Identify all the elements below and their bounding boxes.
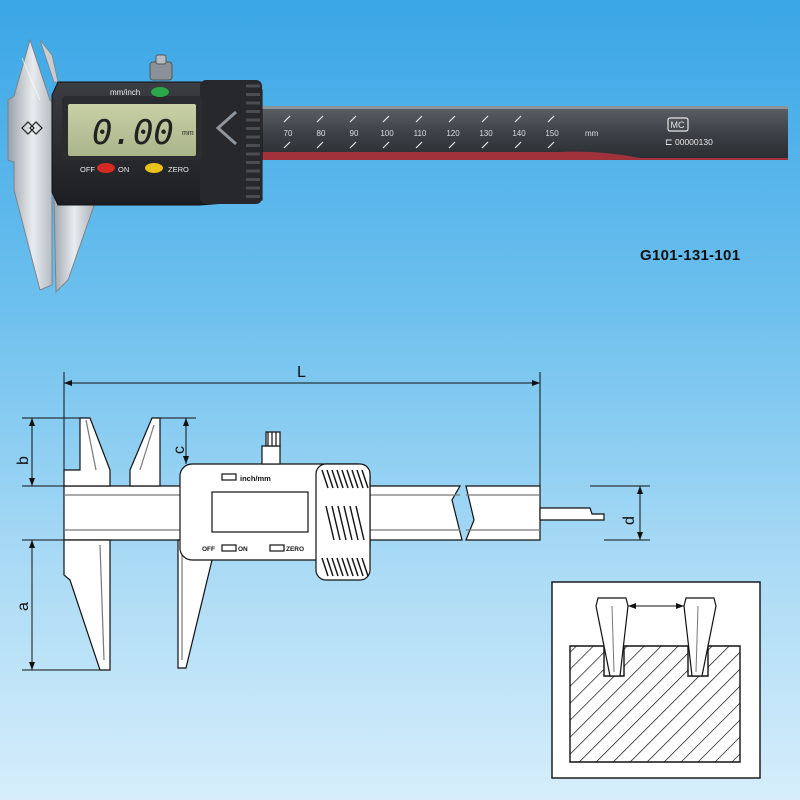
scale-tick (283, 115, 291, 123)
scale-number: 90 (350, 129, 359, 138)
scale-number: 120 (446, 129, 460, 138)
scale-number: 110 (414, 129, 427, 138)
dimension-label-d: d (621, 516, 638, 525)
scale-tick (481, 141, 489, 149)
beam-scale (283, 115, 555, 149)
on-label: ON (118, 165, 129, 174)
caliper-photo: 70 80 90 100 110 120 130 140 150 mm MC ⊏ 0000013… (7, 38, 788, 294)
thumb-roller (200, 80, 262, 204)
cmc-mark-text: MC (671, 120, 685, 130)
dimension-label-b: b (15, 456, 32, 465)
on-off-button[interactable] (97, 163, 115, 173)
drawing-unit-button (221, 473, 237, 481)
double-diamond-logo-icon (21, 121, 43, 135)
drawing-lcd (211, 491, 309, 533)
scale-tick (415, 141, 423, 149)
drawing-on-label: ON (238, 546, 248, 553)
scale-tick (448, 115, 456, 123)
license-mark-icon: ⊏ (665, 137, 673, 147)
drawing-thumb-roller (315, 463, 371, 581)
scale-tick (349, 141, 357, 149)
scale-number: 80 (317, 129, 326, 138)
dimension-label-c: c (171, 446, 188, 454)
scale-tick (382, 115, 390, 123)
scale-tick (514, 115, 522, 123)
scale-tick (448, 141, 456, 149)
drawing-fixed-jaw (63, 417, 111, 671)
scale-tick (481, 115, 489, 123)
scale-tick (547, 141, 555, 149)
lcd-screen (68, 104, 196, 156)
scale-unit: mm (585, 129, 599, 138)
zero-label: ZERO (168, 165, 189, 174)
drawing-onoff-button (221, 544, 237, 552)
scale-tick (514, 141, 522, 149)
inset-workpiece (569, 645, 741, 763)
drawing-beam-end (465, 485, 541, 541)
scale-tick (316, 115, 324, 123)
drawing-zero-label: ZERO (286, 546, 304, 553)
scale-tick (547, 115, 555, 123)
dimension-label-L: L (297, 364, 306, 381)
drawing-unit-label: inch/mm (240, 474, 271, 483)
dimension-label-a: a (15, 602, 32, 611)
scale-number: 150 (545, 129, 559, 138)
inset-left-jaw (595, 597, 629, 677)
model-code: G101-131-101 (640, 247, 741, 264)
caliper-beam (200, 108, 788, 160)
scale-number: 70 (284, 129, 293, 138)
scale-number: 130 (479, 129, 493, 138)
unit-toggle-button[interactable] (151, 87, 169, 97)
drawing-zero-button (269, 544, 285, 552)
depth-rod (539, 507, 605, 521)
unit-toggle-label: mm/inch (110, 88, 140, 97)
lcd-reading: 0.00 (92, 113, 174, 153)
scale-tick (415, 115, 423, 123)
off-label: OFF (80, 165, 95, 174)
zero-button[interactable] (145, 163, 163, 173)
scale-tick (283, 141, 291, 149)
scale-number: 140 (512, 129, 526, 138)
lcd-unit: mm (182, 130, 194, 137)
scale-number: 100 (380, 129, 394, 138)
scale-tick (382, 141, 390, 149)
drawing-off-label: OFF (202, 546, 215, 553)
license-number: 00000130 (675, 137, 713, 147)
cmc-mark-icon: MC (667, 117, 689, 132)
locking-screw-icon (149, 54, 173, 81)
scale-tick (349, 115, 357, 123)
scale-tick (316, 141, 324, 149)
